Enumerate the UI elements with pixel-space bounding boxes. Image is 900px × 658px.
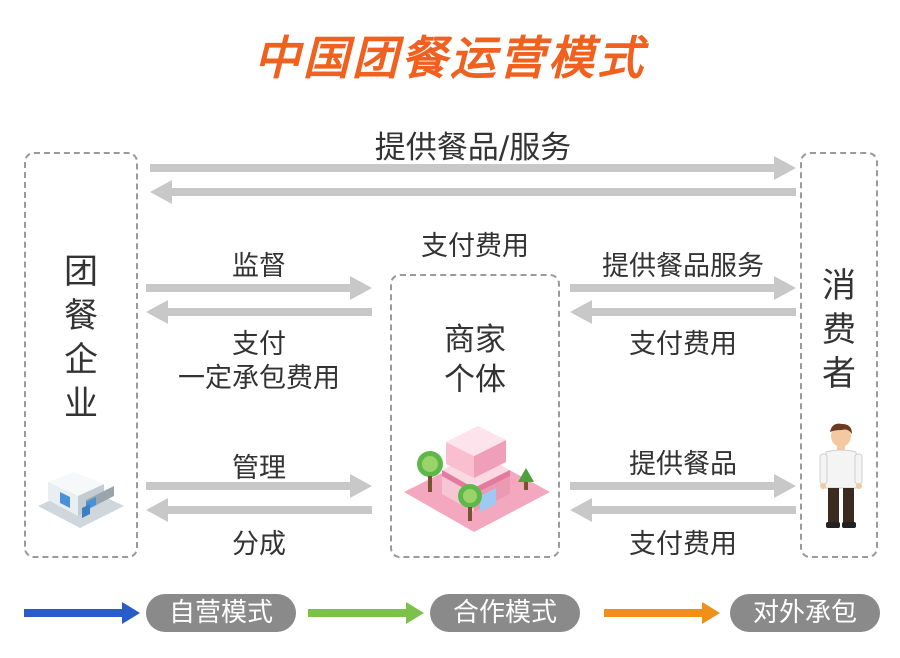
consumer-box [800,152,878,558]
pay-label-line1: 支付 [232,329,286,360]
manage-label: 管理 [232,453,286,484]
shop-icon [402,420,552,542]
legend-outsourcing: 对外承包 [730,594,880,632]
legend-arrow-self-operated [24,602,140,624]
arrow-right-bottom-service [570,474,796,498]
arrow-right-top-service [570,276,796,300]
arrow-top-right [150,156,796,180]
arrow-right-top-pay [570,300,796,324]
arrow-pay-contract [146,300,372,324]
legend-arrow-cooperation [308,602,424,624]
page-title: 中国团餐运营模式 [254,31,646,85]
share-label: 分成 [232,529,286,560]
supervise-label: 监督 [232,251,286,282]
right-top-service-label: 提供餐品服务 [602,251,764,282]
merchant-label-line2: 个体 [444,362,506,398]
building-icon [34,462,126,538]
arrow-manage [146,474,372,498]
person-icon [818,422,864,534]
middle-pay-label: 支付费用 [421,231,529,262]
right-bottom-pay-label: 支付费用 [629,529,737,560]
consumer-label: 消费者 [822,266,856,394]
company-label: 团餐企业 [64,252,98,424]
company-box [24,152,138,558]
pay-label-line2: 一定承包费用 [178,363,340,394]
arrow-top-left [150,180,796,204]
legend-self-operated: 自营模式 [146,594,296,632]
arrow-supervise [146,276,372,300]
merchant-label-line1: 商家 [444,322,506,358]
top-service-label: 提供餐品/服务 [374,130,572,166]
right-top-pay-label: 支付费用 [629,329,737,360]
right-bottom-service-label: 提供餐品 [629,449,737,480]
arrow-share [146,498,372,522]
arrow-right-bottom-pay [570,498,796,522]
legend-cooperation: 合作模式 [430,594,580,632]
merchant-box [390,274,560,558]
legend-arrow-outsourcing [604,602,720,624]
